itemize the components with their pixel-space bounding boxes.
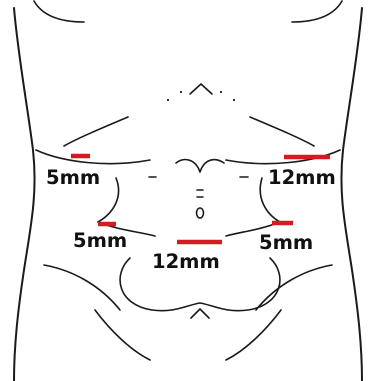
left-hip-curve	[44, 265, 120, 310]
port-label-center-lower: 12mm	[152, 250, 220, 273]
right-groin-line	[226, 310, 281, 360]
torso-right-edge	[341, 8, 362, 381]
torso-left-edge	[14, 8, 35, 381]
port-label-right-upper: 12mm	[268, 166, 336, 189]
sternum-dot	[180, 91, 182, 93]
port-label-right-lower: 5mm	[259, 231, 313, 254]
left-groin-line	[95, 310, 150, 360]
right-rib-curve	[250, 117, 314, 146]
left-rib-curve	[64, 117, 128, 146]
left-mid-curve	[98, 178, 155, 236]
right-neck-curve	[292, 1, 342, 22]
sternum-dot	[167, 99, 169, 101]
navel	[197, 208, 204, 218]
port-label-left-upper: 5mm	[46, 166, 100, 189]
sternum-dot	[220, 91, 222, 93]
sternum-dot	[233, 99, 235, 101]
left-neck-curve	[34, 1, 84, 22]
upper-navel-arc	[176, 160, 224, 172]
left-upper-abdomen-curve	[36, 150, 150, 164]
groin-chevron	[191, 309, 209, 318]
port-label-left-lower: 5mm	[73, 229, 127, 252]
sternum-chevron	[190, 84, 212, 94]
